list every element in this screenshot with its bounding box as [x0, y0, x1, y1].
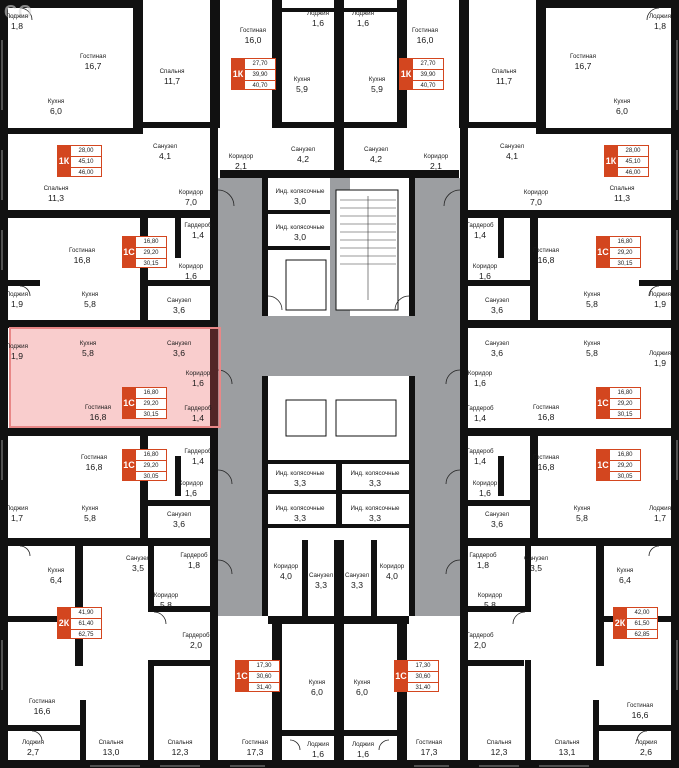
apartment-area-value: 16,80	[136, 450, 166, 461]
apartment-area-value: 16,80	[136, 237, 166, 248]
doors	[19, 7, 660, 751]
apartment-area-value: 40,70	[420, 83, 436, 89]
stairs	[340, 196, 396, 300]
apartment-type: 1С	[122, 449, 136, 481]
apartment-type: 1С	[122, 387, 136, 419]
apartment-area-value: 61,50	[627, 619, 657, 630]
apartment-type: 1С	[235, 660, 249, 692]
apartment-type: 1К	[231, 58, 245, 90]
apartment-area-value: 62,75	[78, 632, 94, 638]
apartment-area-value: 27,70	[413, 59, 443, 70]
apartment-area-value: 16,80	[136, 388, 166, 399]
apartment-type: 2К	[57, 607, 71, 639]
apartment-area-value: 17,30	[408, 661, 438, 672]
apartment-type: 1К	[57, 145, 71, 177]
apartment-type: 1С	[596, 449, 610, 481]
apartment-area-value: 30,15	[617, 412, 633, 418]
apartment-area-value: 16,80	[610, 237, 640, 248]
apartment-area-value: 29,20	[610, 399, 640, 410]
apartment-area-value: 29,20	[136, 248, 166, 259]
apartment-area-value: 30,15	[143, 412, 159, 418]
apartment-area-value: 40,70	[252, 83, 268, 89]
apartment-area-value: 42,00	[627, 608, 657, 619]
windows	[1, 40, 678, 767]
watermark-logo: CO	[4, 2, 33, 22]
core-corridor	[218, 178, 460, 616]
apartment-area-value: 46,00	[78, 170, 94, 176]
apartment-area-value: 31,40	[415, 685, 431, 691]
apartment-area-value: 46,00	[625, 170, 641, 176]
apartment-area-value: 31,40	[256, 685, 272, 691]
selected-apartment-highlight[interactable]	[9, 327, 221, 428]
apartment-area-value: 30,15	[617, 261, 633, 267]
apartment-area-value: 28,00	[618, 146, 648, 157]
apartment-type: 1С	[394, 660, 408, 692]
apartment-area-value: 29,20	[136, 399, 166, 410]
apartment-type: 2К	[613, 607, 627, 639]
apartment-type: 1С	[596, 387, 610, 419]
apartment-area-value: 29,20	[610, 248, 640, 259]
apartment-type: 1С	[596, 236, 610, 268]
apartment-area-value: 39,90	[413, 70, 443, 81]
apartment-area-value: 30,60	[249, 672, 279, 683]
apartment-area-value: 62,85	[634, 632, 650, 638]
apartment-area-value: 30,05	[617, 474, 633, 480]
apartment-area-value: 30,60	[408, 672, 438, 683]
apartment-area-value: 16,80	[610, 388, 640, 399]
apartment-area-value: 30,05	[143, 474, 159, 480]
apartment-area-value: 61,40	[71, 619, 101, 630]
apartment-area-value: 45,10	[71, 157, 101, 168]
apartment-area-value: 16,80	[610, 450, 640, 461]
apartment-area-value: 28,00	[71, 146, 101, 157]
apartment-area-value: 41,90	[71, 608, 101, 619]
apartment-area-value: 39,90	[245, 70, 275, 81]
apartment-type: 1К	[399, 58, 413, 90]
apartment-area-value: 27,70	[245, 59, 275, 70]
core-rooms	[285, 189, 399, 437]
apartment-area-value: 45,10	[618, 157, 648, 168]
apartment-type: 1С	[122, 236, 136, 268]
apartment-type: 1К	[604, 145, 618, 177]
apartment-area-value: 29,20	[610, 461, 640, 472]
apartment-area-value: 17,30	[249, 661, 279, 672]
apartment-area-value: 30,15	[143, 261, 159, 267]
apartment-area-value: 29,20	[136, 461, 166, 472]
